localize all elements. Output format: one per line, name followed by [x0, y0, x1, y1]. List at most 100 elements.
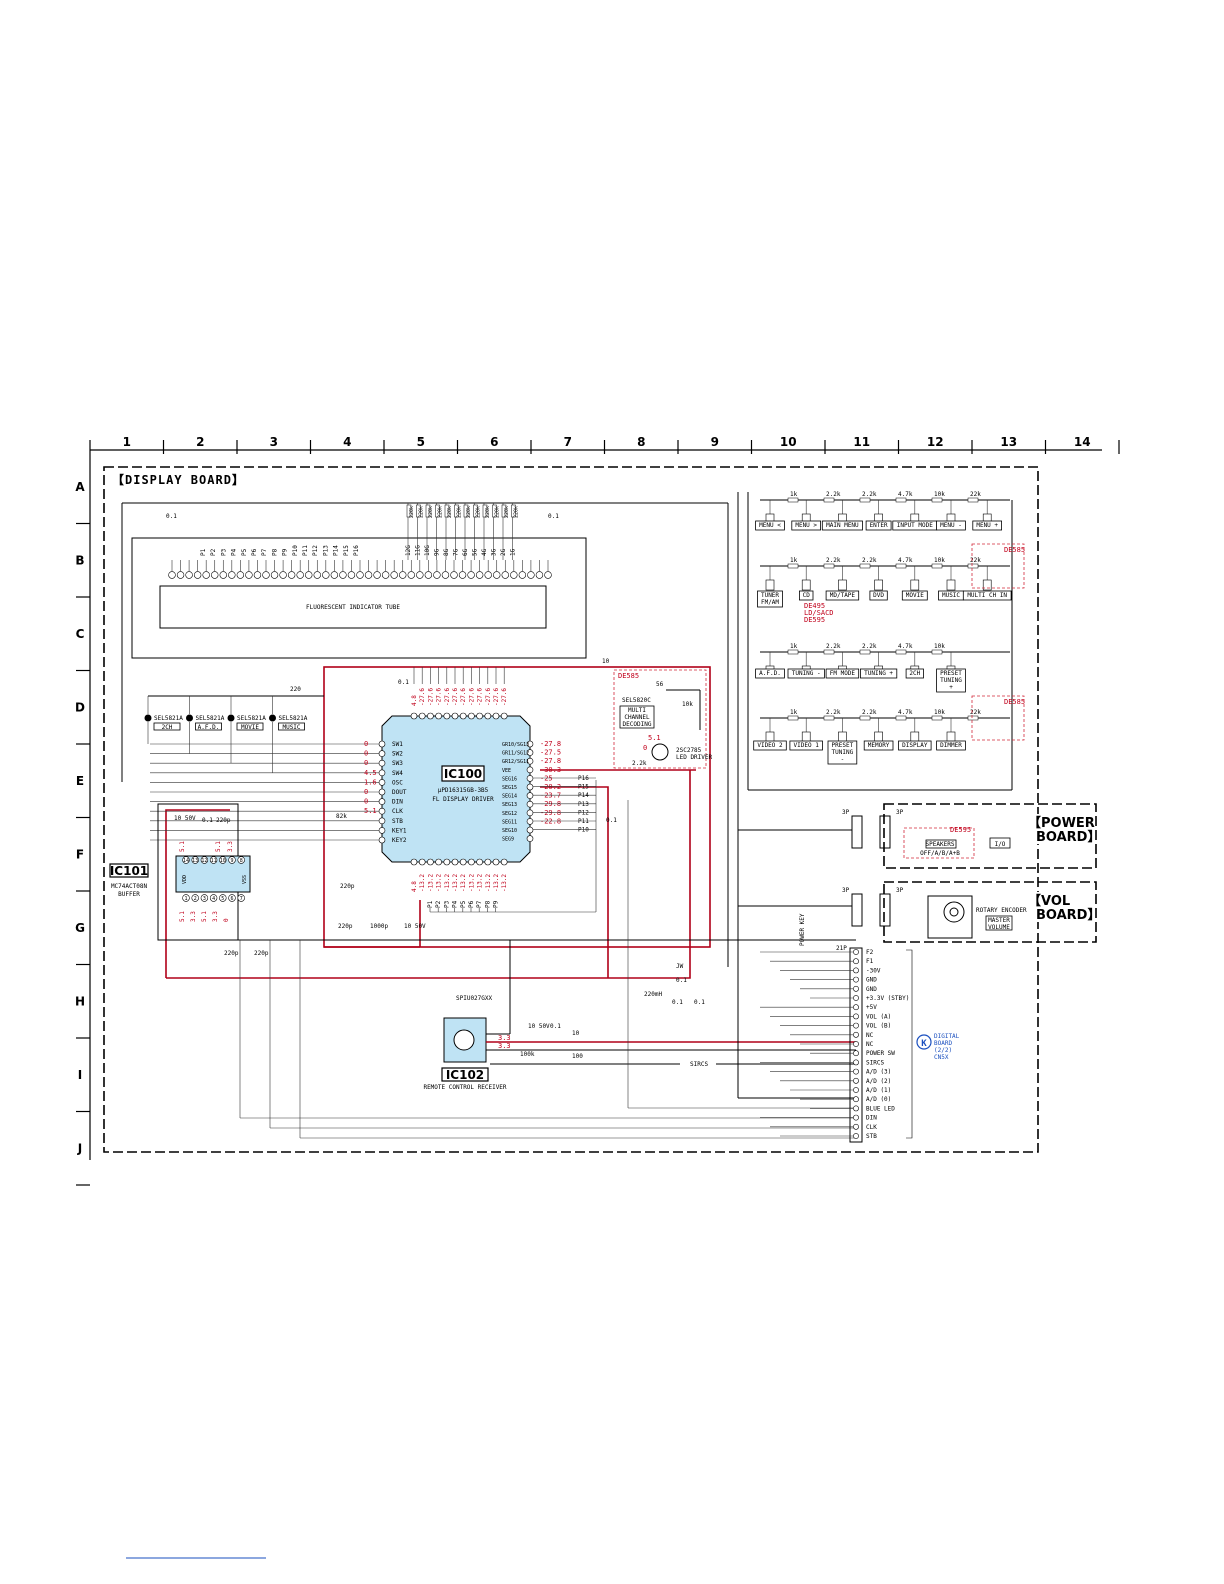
ic100-bottom-net: P7	[476, 900, 483, 908]
key-resistor: 4.7k	[898, 491, 913, 498]
key-resistor: 2.2k	[862, 643, 877, 650]
ic100-bottom-volt: -13.2	[477, 874, 484, 892]
key-switch	[946, 579, 956, 591]
ic100-left-pin	[378, 759, 386, 767]
connector-pin-name: BLUE LED	[866, 1105, 895, 1112]
led-label: A.F.D.	[198, 724, 220, 731]
connector-pin-name: GND	[866, 977, 877, 984]
ic100-bottom-pin	[492, 858, 500, 866]
fl-res: 10	[602, 658, 610, 665]
fl-pin	[535, 571, 544, 579]
key-row-tag-box	[971, 695, 1025, 741]
ic100-left-pin-name: STB	[392, 818, 403, 825]
fl-pin	[228, 571, 236, 579]
ic101-top-pin-num: 13	[192, 858, 198, 864]
ic100-top-volt: -27.6	[493, 688, 500, 706]
ic100-cap-220p-b: 220p	[338, 923, 353, 930]
grid-col-label: 6	[490, 435, 498, 449]
key-label: DVD	[873, 592, 884, 599]
grid-col-label: 10	[780, 435, 797, 449]
ic101-bottom-pin	[237, 894, 245, 902]
connector-pin-name: VOL (B)	[866, 1023, 891, 1030]
ic100-left-volt: 0	[364, 740, 368, 748]
key-switch	[874, 579, 883, 591]
ic101-top-volt: 5.1	[215, 841, 222, 852]
ic102-cap-10: 10 50V	[528, 1023, 550, 1030]
key-resistor: 2.2k	[862, 491, 877, 498]
fl-pin	[424, 571, 433, 579]
fl-grid-label: P5	[241, 548, 248, 556]
ic100-left-pin-name: SW3	[392, 760, 403, 767]
ic100-right-net: P10	[578, 827, 589, 834]
power-board-title-2: BOARD】	[1036, 829, 1100, 845]
svg-text:SPEAKERS: SPEAKERS	[926, 841, 955, 848]
ic100-left-volt: 0	[364, 788, 368, 796]
key-switch	[910, 731, 920, 743]
ic101-top-volt: 3.3	[227, 841, 234, 852]
ic100-left-pin-name: SW4	[392, 770, 403, 777]
key-resistor: 4.7k	[898, 709, 913, 716]
ic100-right-volt: -27.8	[540, 740, 561, 748]
ic100-bottom-volt: -13.2	[444, 874, 451, 892]
ic100-right-volt: -22.8	[540, 817, 561, 825]
ic100-bottom-pin	[418, 858, 426, 866]
ic101-cap-220p-b: 220p	[224, 950, 239, 957]
key-label: MD/TAPE	[830, 592, 856, 599]
ic101-top-pin-num: 8	[240, 858, 243, 864]
ic100-right-pin	[526, 809, 534, 817]
ic100-left-pin-name: CLK	[392, 808, 403, 815]
key-label-box	[791, 520, 821, 531]
ic100-top-volt: -27.6	[460, 688, 467, 706]
connector-pin	[853, 1013, 859, 1020]
grid-row-label: E	[76, 774, 84, 788]
key-row-tag: DE585	[1004, 546, 1025, 554]
ic100-right-pin	[526, 826, 534, 834]
key-label-box	[863, 740, 894, 751]
key-switch	[801, 731, 811, 743]
ic101-bottom-pin	[228, 894, 236, 902]
ic101-bottom-volt: 5.1	[179, 911, 186, 922]
ic102-part: SPIU027GXX	[456, 995, 493, 1002]
key-label: PRESET	[832, 742, 854, 749]
fl-pin	[236, 571, 245, 579]
connector-pin-name: NC	[866, 1032, 874, 1039]
key-resistor: 22k	[970, 491, 981, 498]
ic100-top-volt: -27.6	[427, 688, 434, 706]
ic100-left-volt: 1.6	[364, 778, 377, 786]
led-label-box	[278, 722, 305, 731]
digital-board-line2: BOARD	[934, 1040, 952, 1047]
grid-row-label: H	[75, 994, 85, 1008]
ic100-left-volt: 0	[364, 798, 368, 806]
ic100-right-pin	[526, 800, 534, 808]
ic100-name: IC100	[444, 767, 482, 781]
key-resistor: 10k	[934, 491, 945, 498]
ic100-right-pin-name: GR10/SG13	[502, 742, 529, 748]
connector-pin-name: F2	[866, 949, 874, 956]
ic100-top-pin	[468, 712, 475, 720]
fl-res-value: 220k	[428, 506, 434, 518]
fl-seg-label: 5G	[472, 548, 479, 556]
fl-pullup-res	[473, 504, 478, 518]
ic102: IC102 REMOTE CONTROL RECEIVER SPIU027GXX…	[423, 940, 856, 1091]
key-label: MUSIC	[942, 592, 960, 599]
connector-pin	[853, 985, 859, 992]
fl-grid-label: P11	[302, 545, 309, 556]
key-label: MAIN MENU	[826, 522, 859, 529]
ic100-bottom-net: P3	[443, 900, 450, 908]
grid-col-label: 1	[123, 435, 131, 449]
ic101-bottom-pin-num: 7	[240, 896, 243, 902]
key-label: TUNING -	[792, 670, 821, 677]
connector-pin-name: A/D (0)	[866, 1096, 891, 1103]
ic100-right-pin	[526, 783, 534, 791]
fl-seg-label: 11G	[415, 545, 422, 556]
led-res-10k: 10k	[682, 701, 693, 708]
digital-board-line4: CN5X	[934, 1054, 949, 1061]
key-resistor-symbol	[787, 649, 799, 655]
grid-col-label: 14	[1074, 435, 1091, 449]
ic100-left-pin-name: SW1	[392, 741, 403, 748]
fl-seg-label: 10G	[424, 545, 431, 556]
svg-text:OFF/A/B/A+B: OFF/A/B/A+B	[920, 850, 960, 857]
fl-grid-label: P2	[210, 548, 217, 556]
grid-col-label: 5	[417, 435, 425, 449]
fl-pin	[279, 571, 287, 579]
